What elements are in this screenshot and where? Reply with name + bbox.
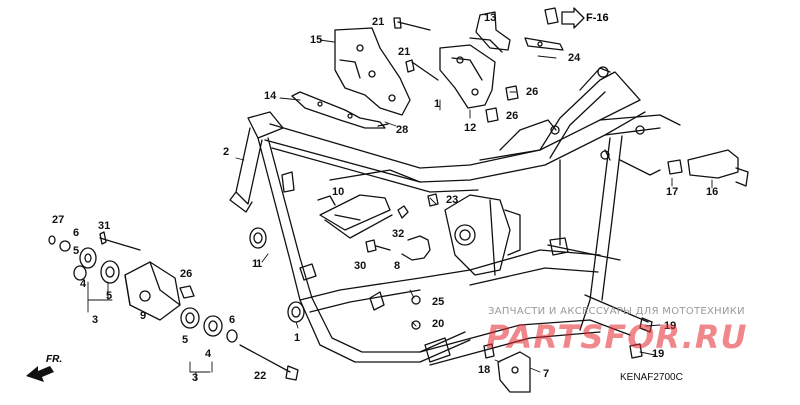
callout-3: 3: [192, 372, 199, 384]
callout-31: 31: [98, 220, 111, 232]
callout-26: 26: [180, 268, 193, 280]
callout-30: 30: [354, 260, 367, 272]
callout-21: 21: [398, 46, 411, 58]
callout-4: 4: [80, 278, 87, 290]
callout-7: 7: [543, 368, 550, 380]
callout-22: 22: [254, 370, 267, 382]
callout-19: 19: [652, 348, 665, 360]
callout-3: 3: [92, 314, 99, 326]
callout-32: 32: [392, 228, 405, 240]
callout-1: 1: [256, 258, 263, 270]
callout-5: 5: [182, 334, 189, 346]
f16-arrow: [561, 7, 585, 29]
callout-26: 26: [506, 110, 519, 122]
right-parts: [483, 149, 749, 393]
figure-reference: F-16: [586, 12, 609, 24]
callout-26: 26: [526, 86, 539, 98]
callout-10: 10: [332, 186, 345, 198]
callout-25: 25: [432, 296, 445, 308]
reference-code: KENAF2700C: [620, 372, 683, 383]
callout-17: 17: [666, 186, 679, 198]
callout-6: 6: [73, 227, 80, 239]
callout-16: 16: [706, 186, 719, 198]
callout-1: 1: [434, 98, 441, 110]
callout-19: 19: [664, 320, 677, 332]
callout-12: 12: [464, 122, 477, 134]
callout-27: 27: [52, 214, 65, 226]
upper-parts: [291, 7, 564, 129]
callout-14: 14: [264, 90, 277, 102]
callout-9: 9: [140, 310, 147, 322]
leader-lines: [87, 39, 713, 381]
engine-mount-set: [48, 231, 299, 381]
callout-15: 15: [310, 34, 323, 46]
callout-6: 6: [229, 314, 236, 326]
callout-2: 2: [223, 146, 230, 158]
watermark-brand: PARTSFOR.RU: [486, 318, 748, 356]
watermark-caption: ЗАПЧАСТИ И АКСЕССУАРЫ ДЛЯ МОТОТЕХНИКИ: [488, 306, 745, 317]
forward-label: FR.: [46, 354, 63, 365]
callout-28: 28: [396, 124, 409, 136]
callout-4: 4: [205, 348, 212, 360]
callout-1: 1: [294, 332, 301, 344]
callout-20: 20: [432, 318, 445, 330]
callout-13: 13: [484, 12, 497, 24]
callout-18: 18: [478, 364, 491, 376]
callout-8: 8: [394, 260, 401, 272]
callout-1: 1: [252, 258, 259, 270]
callout-5: 5: [106, 290, 113, 302]
callout-21: 21: [372, 16, 385, 28]
forward-arrow: [26, 366, 54, 382]
callout-24: 24: [568, 52, 581, 64]
mounting-bosses: [249, 171, 569, 363]
middle-parts: [317, 193, 439, 330]
callout-23: 23: [446, 194, 459, 206]
main-frame: [229, 66, 681, 366]
callout-5: 5: [73, 245, 80, 257]
